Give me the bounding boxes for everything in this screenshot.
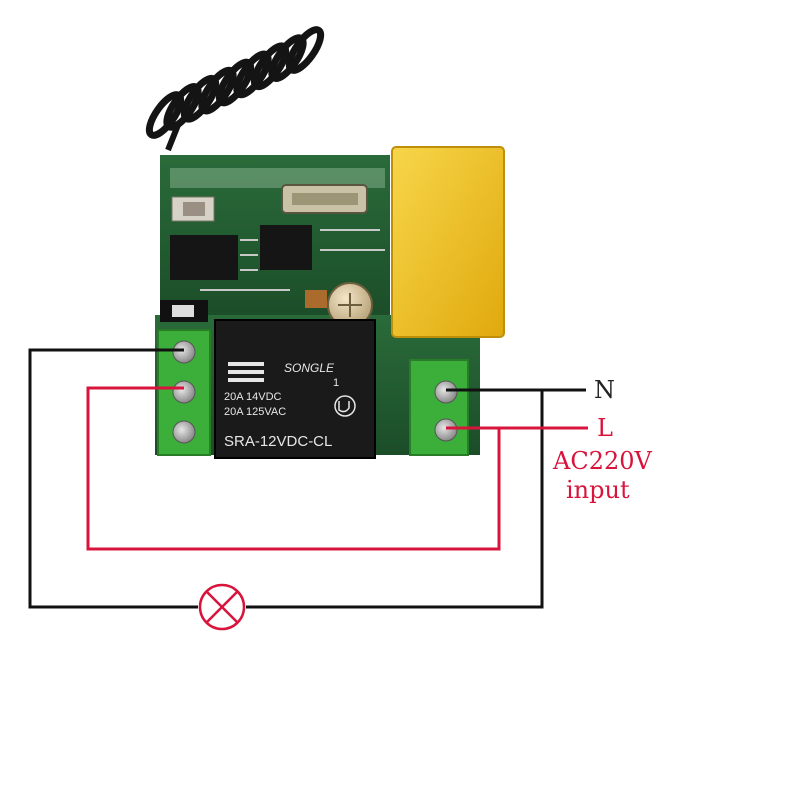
capacitor-vent: [338, 293, 362, 317]
input-label: input: [566, 476, 630, 504]
x-capacitor-body: [391, 146, 505, 338]
relay-model: SRA-12VDC-CL: [224, 433, 332, 450]
terminal-screw-right-2: [434, 418, 458, 442]
terminal-screw-right-1: [434, 380, 458, 404]
live-label: L: [597, 414, 613, 442]
terminal-screw-left-2: [172, 380, 196, 404]
terminal-block-right-body: [409, 359, 469, 456]
neutral-wire-lamp-left: [28, 348, 198, 609]
lamp-icon: [198, 583, 246, 631]
relay: SONGLE 1 20A 14VDC 20A 125VAC SRA-12VDC-…: [214, 319, 376, 459]
antenna-coil-icon: [145, 26, 325, 152]
relay-logo-icon: [228, 362, 264, 382]
voltage-label: AC220V: [552, 447, 653, 475]
jumper-cap: [172, 305, 194, 317]
live-wire-loop: [86, 386, 501, 551]
neutral-wire-lamp-right: [246, 390, 544, 609]
crystal-window: [292, 193, 358, 205]
terminal-screw-left-1: [172, 340, 196, 364]
diode: [305, 290, 327, 308]
relay-brand: SONGLE: [284, 361, 335, 375]
rf-module-strip: [170, 168, 385, 188]
relay-body: [214, 319, 376, 459]
tact-switch-button: [183, 202, 205, 216]
terminal-block-right: [409, 359, 469, 456]
antenna-coil-turn: [285, 26, 325, 74]
neutral-label: N: [594, 376, 615, 404]
pcb-traces: [200, 229, 385, 291]
ul-mark-icon: [334, 395, 356, 417]
relay-rating-dc: 20A 14VDC: [224, 391, 282, 403]
ic-chip-center: [260, 225, 312, 270]
relay-rating-ac: 20A 125VAC: [224, 406, 286, 418]
ic-chip-left: [170, 235, 238, 280]
live-wire: [86, 386, 588, 551]
neutral-wire: [28, 348, 586, 609]
terminal-screw-left-3: [172, 420, 196, 444]
relay-pin-marker: 1: [333, 377, 339, 389]
x-capacitor: [391, 146, 505, 338]
